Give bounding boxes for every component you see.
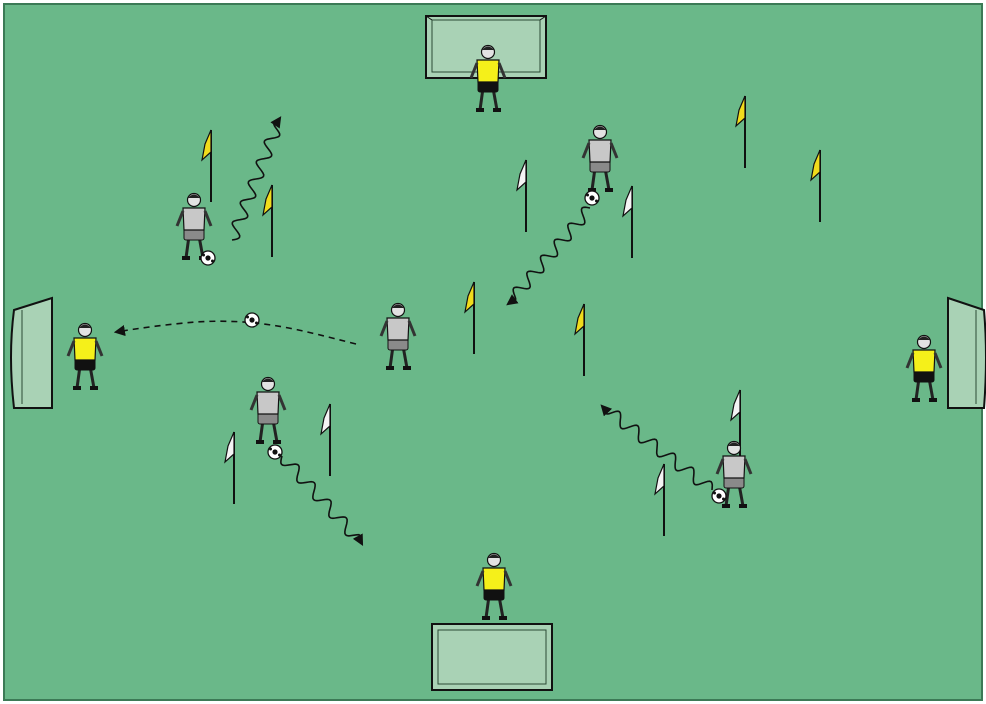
soccer-ball-icon: [585, 191, 599, 205]
bottom-goal-icon: [432, 624, 552, 690]
soccer-ball-icon: [268, 445, 282, 459]
soccer-ball-icon: [201, 251, 215, 265]
soccer-ball-icon: [245, 313, 259, 327]
soccer-ball-icon: [712, 489, 726, 503]
left-goal-icon: [11, 298, 52, 408]
right-goal-icon: [948, 298, 986, 408]
